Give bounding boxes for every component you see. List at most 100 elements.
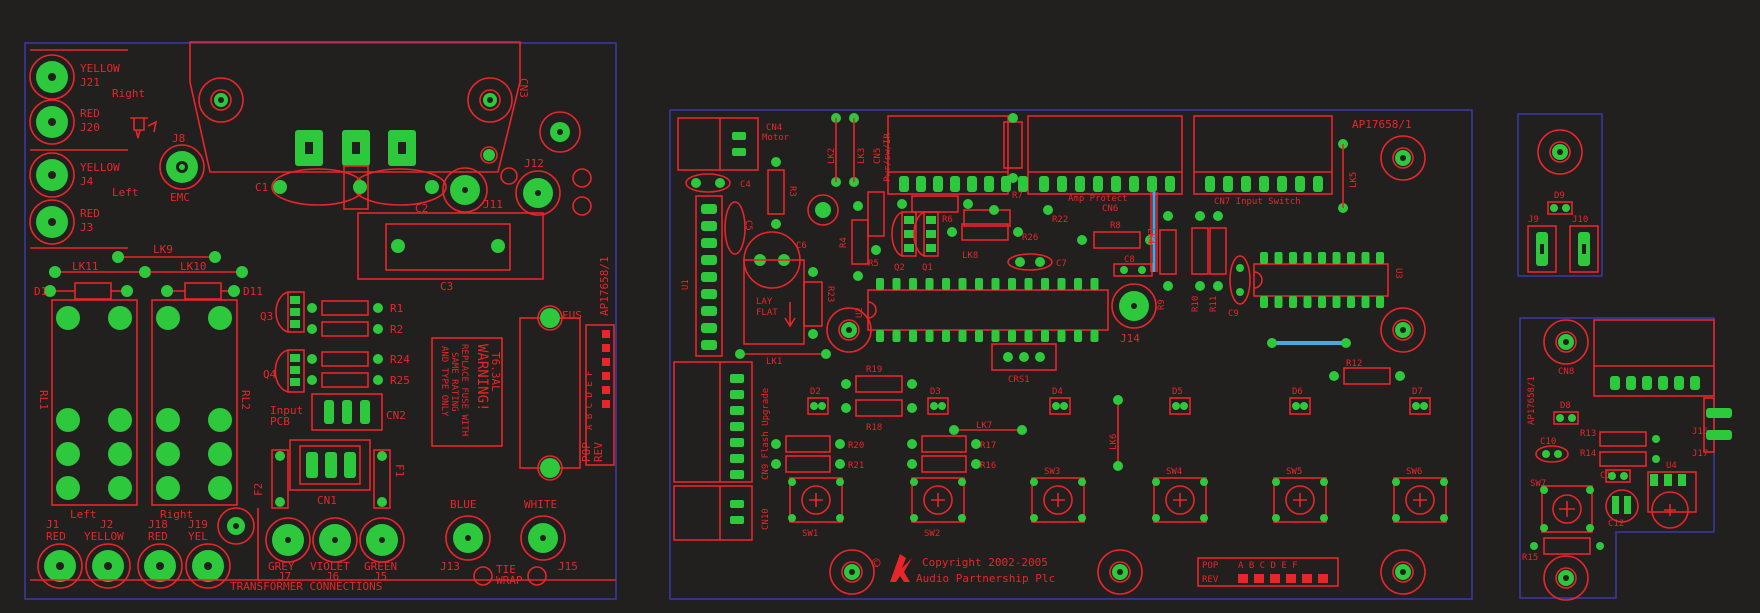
label-pop-main: POP (1202, 561, 1219, 571)
header-pin (1075, 176, 1085, 192)
led-body (1049, 397, 1071, 415)
label-sw2: SW2 (924, 529, 940, 539)
switch-pad (1272, 514, 1280, 522)
connector-cn4: CN4 Motor (677, 117, 790, 171)
label-u3: U3 (1393, 268, 1403, 279)
u3-pin (1303, 296, 1312, 308)
link-lk9: LK9 (112, 243, 221, 263)
u2-pin (1008, 330, 1016, 342)
warning-line-1: REPLACE FUSE WITH (459, 344, 469, 436)
cn9-pin (730, 422, 744, 431)
header-pin (1018, 176, 1028, 192)
header-pins (899, 176, 1323, 192)
label-j17: J17 (1692, 449, 1708, 459)
switch-pad (1200, 478, 1208, 486)
label-right-bottom: Right (160, 508, 193, 521)
label-q2: Q2 (894, 263, 905, 273)
label-rev-main: REV (1202, 575, 1219, 585)
label-r13: R13 (1580, 429, 1596, 439)
label-tie: TIE (496, 563, 516, 576)
copyright-symbol: © (872, 556, 881, 572)
u2-pin (942, 330, 950, 342)
switch-pad (1030, 478, 1038, 486)
switch-cross (1051, 493, 1065, 507)
switch-pad (1440, 478, 1448, 486)
warning-box: WARNING! T6.3AL REPLACE FUSE WITH SAME R… (431, 337, 503, 447)
header-pin (1165, 176, 1175, 192)
header-pin (916, 176, 926, 192)
label-cn2: CN2 (386, 409, 406, 422)
label-c1: C1 (255, 181, 268, 194)
label-lk10: LK10 (180, 260, 207, 273)
cn9-pin (730, 374, 744, 383)
regulator-u1: U1 (681, 195, 723, 357)
u1-pin (701, 272, 717, 282)
cn8-pin (1690, 376, 1700, 390)
label-red-mid: RED (80, 207, 100, 220)
resistors-r1-r25: R1 R2 R24 R25 (307, 300, 410, 388)
label-ap-right: AP17658/1 (1527, 376, 1537, 425)
switch-body (789, 477, 843, 523)
u1-pin (701, 340, 717, 350)
label-r15: R15 (1522, 553, 1538, 563)
switch-pad (836, 478, 844, 486)
label-amp-protect: Amp Protect (1068, 194, 1128, 204)
label-c6: C6 (796, 241, 807, 251)
resistor-r23: R23 (803, 267, 835, 339)
copyright-text: Copyright 2002-2005 (922, 556, 1048, 569)
jack-j3: RED J3 (29, 199, 100, 245)
switch-pad (1152, 478, 1160, 486)
label-c12: C12 (1608, 519, 1624, 529)
label-c7: C7 (1056, 259, 1067, 269)
label-lk5: LK5 (1349, 172, 1359, 188)
label-r24: R24 (390, 353, 410, 366)
links-lk2-lk3: LK2 LK3 (827, 113, 867, 187)
cn8-pin (1674, 376, 1684, 390)
u2-pin (925, 330, 934, 342)
u2-pin (991, 278, 1000, 290)
label-d2: D2 (810, 387, 821, 397)
label-r10: R10 (1191, 296, 1201, 312)
capacitor-c3: C3 (357, 212, 544, 293)
copyright-block: © Copyright 2002-2005 Audio Partnership … (872, 554, 1055, 585)
transistors-q1-q2: Q2 Q1 LK8 (891, 211, 978, 273)
label-c4: C4 (740, 180, 751, 190)
switch-pad (1392, 514, 1400, 522)
label-r19: R19 (866, 365, 882, 375)
resistor-r4-r5: R4 R5 (807, 191, 885, 281)
label-lk6: LK6 (1109, 434, 1119, 450)
u1-pin (701, 204, 717, 214)
u3-pin (1332, 296, 1341, 308)
bottom-jacks-left: Left Right J1 J2 J18 J19 RED YELLOW RED … (37, 507, 255, 589)
header-pin (967, 176, 977, 192)
label-c10: C10 (1540, 437, 1556, 447)
u2-pin (876, 278, 884, 290)
connector-cn5: CN5 Pwr/sw/IR (873, 115, 1009, 195)
switch-pad (1030, 514, 1038, 522)
switch-body (911, 477, 965, 523)
ic-pins (876, 252, 1384, 342)
link-lk7: LK7 (949, 421, 1027, 435)
switch-pad (788, 478, 796, 486)
connector-cn10: CN10 (673, 485, 771, 541)
label-r22: R22 (1052, 215, 1068, 225)
switch-pad (958, 478, 966, 486)
main-board-outline (669, 109, 1473, 600)
label-r7: R7 (1012, 191, 1023, 201)
u2-pin (942, 278, 950, 290)
switch-cross (931, 493, 945, 507)
switch-pad (1320, 514, 1328, 522)
capacitor-c5: C5 (724, 201, 753, 255)
label-c3: C3 (440, 280, 453, 293)
switch-pad (1078, 514, 1086, 522)
label-j3: J3 (80, 221, 93, 234)
label-yellow-mid: YELLOW (80, 161, 120, 174)
led-pad (1052, 402, 1060, 410)
warning-line-3: AND TYPE ONLY (439, 346, 449, 417)
jack-j14: J14 (1111, 283, 1157, 345)
capacitor-c1-c2: C1 C2 (255, 165, 447, 215)
label-d1: D1 (34, 285, 47, 298)
